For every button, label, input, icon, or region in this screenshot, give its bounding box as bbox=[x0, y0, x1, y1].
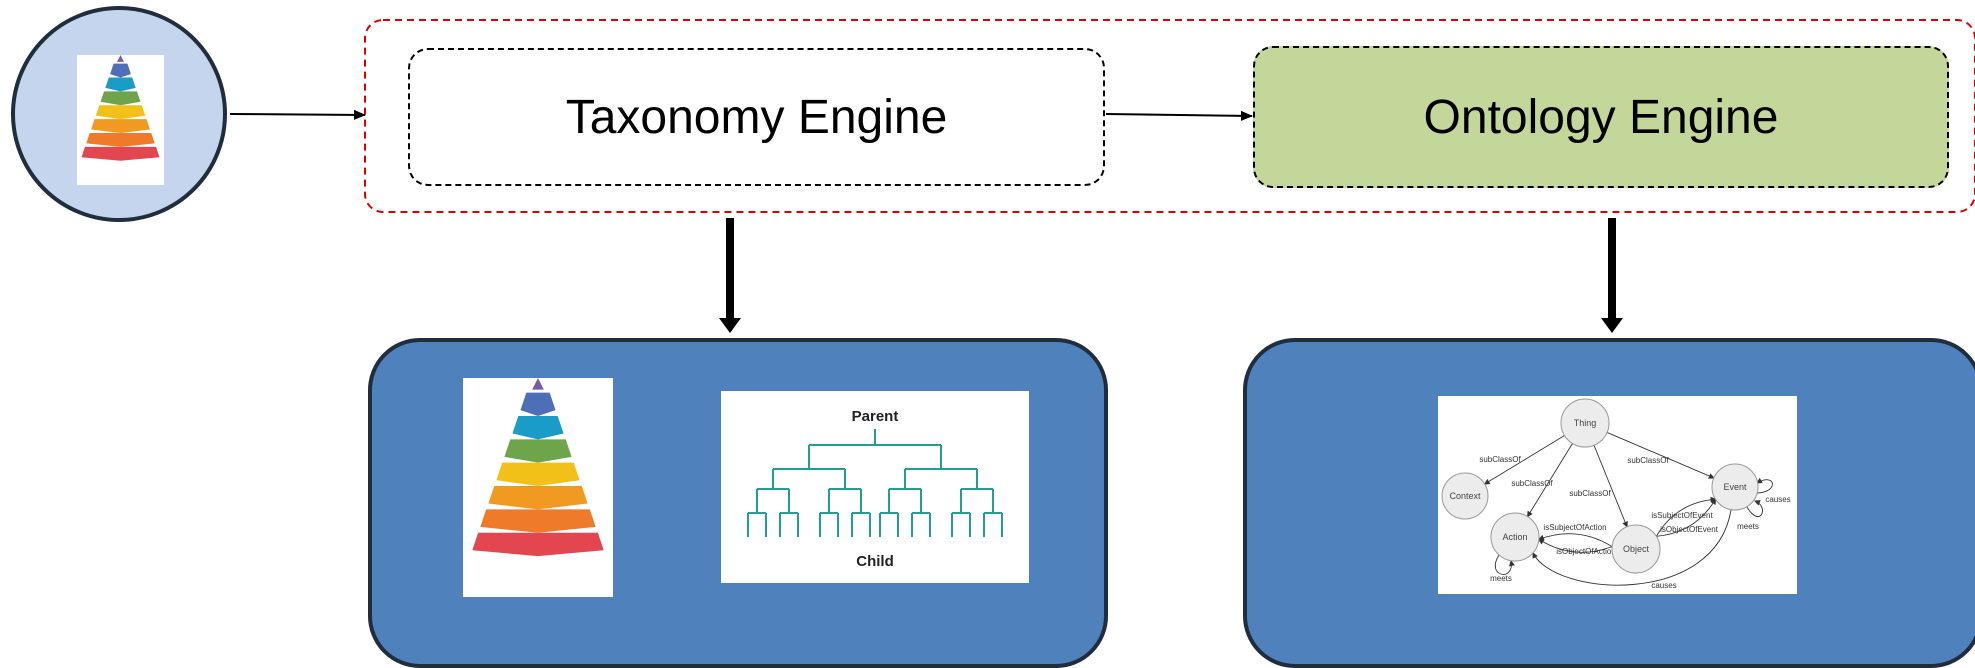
ontology-edge-label: isSubjectOfAction bbox=[1543, 523, 1606, 532]
ontology-edge bbox=[1593, 445, 1628, 528]
ontology-edge bbox=[1538, 538, 1613, 553]
taxonomy-engine-label: Taxonomy Engine bbox=[565, 90, 948, 144]
pyramid-top bbox=[117, 55, 124, 62]
ontology-node-object: Object bbox=[1611, 524, 1661, 574]
ontology-edge-label: isObjectOfAction bbox=[1556, 547, 1616, 556]
ontology-edge bbox=[1483, 435, 1565, 485]
pyramid-layer bbox=[480, 509, 596, 533]
pyramid-layer bbox=[91, 119, 150, 133]
ontology-node-label: Thing bbox=[1574, 418, 1597, 428]
ontology-edge-label: causes bbox=[1765, 495, 1790, 504]
ontology-edge bbox=[1746, 500, 1763, 517]
ontology-node-event: Event bbox=[1711, 463, 1759, 511]
ontology-edge bbox=[1656, 498, 1717, 537]
hierarchy-tree-icon: Parent Child bbox=[747, 408, 1003, 570]
ontology-edge bbox=[1537, 533, 1613, 548]
ontology-edge bbox=[1527, 443, 1573, 518]
ontology-edge bbox=[1655, 496, 1717, 537]
ontology-edge-label: meets bbox=[1490, 574, 1512, 583]
tree-parent-label: Parent bbox=[852, 408, 899, 425]
pyramid-layer bbox=[504, 439, 572, 463]
pyramid-layer bbox=[512, 415, 564, 440]
pyramid-layer bbox=[496, 462, 580, 487]
ontology-node-action: Action bbox=[1490, 512, 1540, 562]
ontology-edge-label: causes bbox=[1651, 581, 1676, 590]
ontology-graph-icon: subClassOf subClassOf subClassOf subClassOf… bbox=[1441, 398, 1791, 590]
taxonomy-engine-box[interactable]: Taxonomy Engine bbox=[408, 48, 1105, 186]
pyramid-layer bbox=[105, 77, 136, 92]
ontology-engine-box[interactable]: Ontology Engine bbox=[1253, 46, 1949, 188]
pyramid-layer bbox=[520, 392, 556, 416]
ontology-edge bbox=[1532, 509, 1732, 586]
pyramid-layer bbox=[472, 532, 604, 557]
ontology-graph-card: subClassOf subClassOf subClassOf subClassOf… bbox=[1438, 396, 1797, 594]
engine-group-border bbox=[364, 19, 1975, 213]
pyramid-layer bbox=[488, 486, 588, 510]
taxonomy-pyramid-card bbox=[463, 378, 613, 597]
pyramid-top bbox=[532, 378, 544, 390]
ontology-edge-label: subClassOf bbox=[1627, 456, 1669, 465]
input-pyramid-card bbox=[77, 55, 164, 185]
ontology-down-arrowhead bbox=[1601, 318, 1623, 333]
taxonomy-tree-card: Parent Child bbox=[721, 391, 1029, 583]
ontology-edge-label: meets bbox=[1737, 522, 1759, 531]
ontology-edge bbox=[1756, 477, 1773, 494]
taxonomy-to-ontology-arrow bbox=[1105, 110, 1253, 121]
input-to-group-arrow bbox=[229, 109, 366, 120]
ontology-node-thing: Thing bbox=[1560, 398, 1610, 448]
pyramid-layer bbox=[81, 146, 160, 161]
ontology-engine-label: Ontology Engine bbox=[1423, 90, 1779, 144]
ontology-node-label: Context bbox=[1449, 491, 1481, 501]
pyramid-layer bbox=[100, 91, 141, 106]
ontology-edge-label: subClassOf bbox=[1511, 479, 1553, 488]
pyramid-layer bbox=[110, 63, 131, 78]
pyramid-icon bbox=[472, 378, 604, 557]
ontology-node-label: Action bbox=[1502, 532, 1527, 542]
pyramid-layer bbox=[86, 133, 155, 147]
ontology-edge bbox=[1606, 432, 1715, 479]
pyramid-icon bbox=[81, 55, 160, 161]
ontology-edge-label: subClassOf bbox=[1479, 455, 1521, 464]
pyramid-layer bbox=[95, 105, 146, 120]
taxonomy-down-arrowhead bbox=[719, 318, 741, 333]
ontology-node-context: Context bbox=[1441, 472, 1489, 520]
ontology-edge bbox=[1494, 554, 1515, 575]
ontology-edge-label: isObjectOfEvent bbox=[1660, 525, 1719, 534]
tree-child-label: Child bbox=[856, 553, 894, 570]
ontology-edge-label: isSubjectOfEvent bbox=[1651, 511, 1713, 520]
ontology-edge-label: subClassOf bbox=[1569, 489, 1611, 498]
ontology-node-label: Event bbox=[1723, 482, 1747, 492]
ontology-node-label: Object bbox=[1623, 544, 1650, 554]
